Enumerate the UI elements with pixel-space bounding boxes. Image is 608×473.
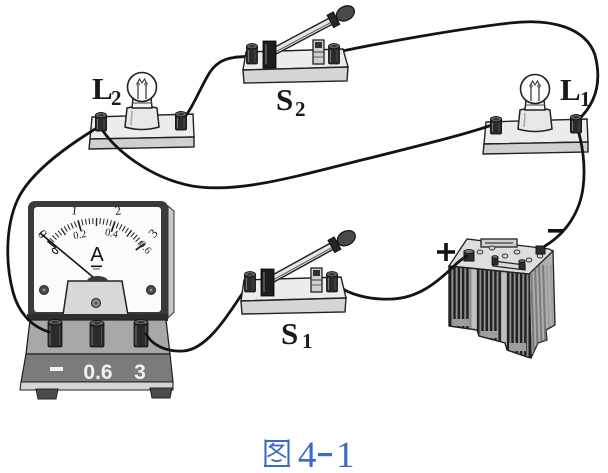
svg-text:S: S xyxy=(281,316,298,351)
svg-text:1: 1 xyxy=(302,329,313,353)
svg-text:1: 1 xyxy=(336,435,355,473)
svg-text:0.4: 0.4 xyxy=(104,227,120,241)
svg-text:L: L xyxy=(92,71,113,106)
svg-text:1: 1 xyxy=(580,87,591,111)
svg-text:2: 2 xyxy=(114,203,122,218)
svg-text:1: 1 xyxy=(70,203,78,218)
svg-text:4: 4 xyxy=(298,435,317,473)
svg-text:2: 2 xyxy=(111,86,122,110)
svg-text:S: S xyxy=(276,82,293,117)
svg-text:L: L xyxy=(560,72,581,107)
svg-text:2: 2 xyxy=(295,97,306,121)
svg-text:3: 3 xyxy=(134,361,146,384)
svg-text:0.6: 0.6 xyxy=(83,361,112,384)
svg-text:A: A xyxy=(90,244,104,266)
svg-text:0.2: 0.2 xyxy=(73,229,88,242)
